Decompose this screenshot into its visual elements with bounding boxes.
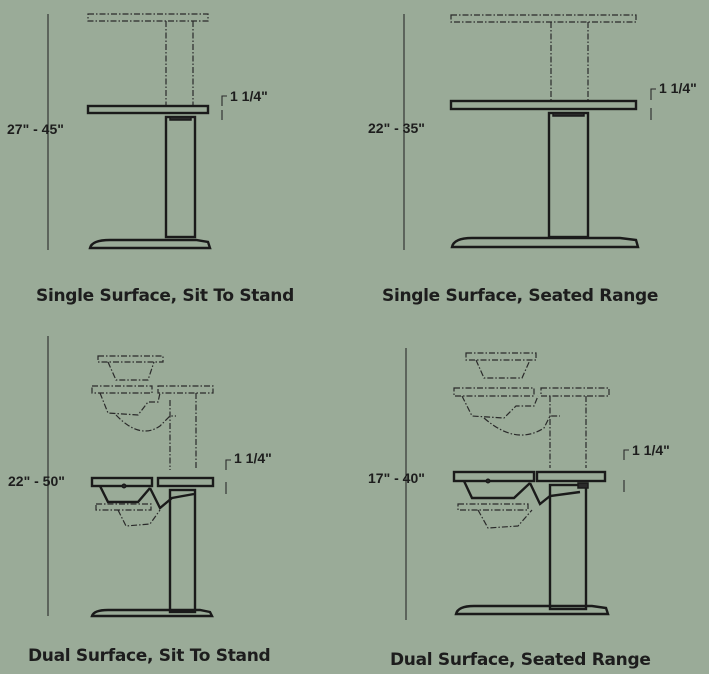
- height-range-label: 22" - 35": [368, 120, 425, 136]
- caption: Dual Surface, Sit To Stand: [28, 646, 271, 666]
- desk-drawing-dual-sit-to-stand: [47, 336, 231, 618]
- panel-dual-seated-range: 17" - 40" 1 1/4" Dual Surface, Seated Ra…: [354, 320, 709, 674]
- panel-single-sit-to-stand: 27" - 45" 1 1/4" Single Surface, Sit To …: [0, 0, 354, 320]
- caption: Dual Surface, Seated Range: [390, 650, 651, 670]
- panel-dual-sit-to-stand: 22" - 50" 1 1/4" Dual Surface, Sit To St…: [0, 320, 354, 674]
- desk-drawing-single-seated-range: [403, 14, 656, 250]
- thickness-label: 1 1/4": [230, 88, 268, 104]
- caption: Single Surface, Sit To Stand: [36, 286, 294, 306]
- desk-drawing-single-sit-to-stand: [47, 13, 227, 250]
- height-range-label: 22" - 50": [8, 473, 65, 489]
- height-range-label: 27" - 45": [7, 121, 64, 137]
- height-range-label: 17" - 40": [368, 470, 425, 486]
- thickness-label: 1 1/4": [632, 442, 670, 458]
- panel-single-seated-range: 22" - 35" 1 1/4" Single Surface, Seated …: [354, 0, 709, 320]
- caption: Single Surface, Seated Range: [382, 286, 659, 306]
- thickness-label: 1 1/4": [234, 450, 272, 466]
- thickness-label: 1 1/4": [659, 80, 697, 96]
- desk-drawing-dual-seated-range: [405, 348, 629, 620]
